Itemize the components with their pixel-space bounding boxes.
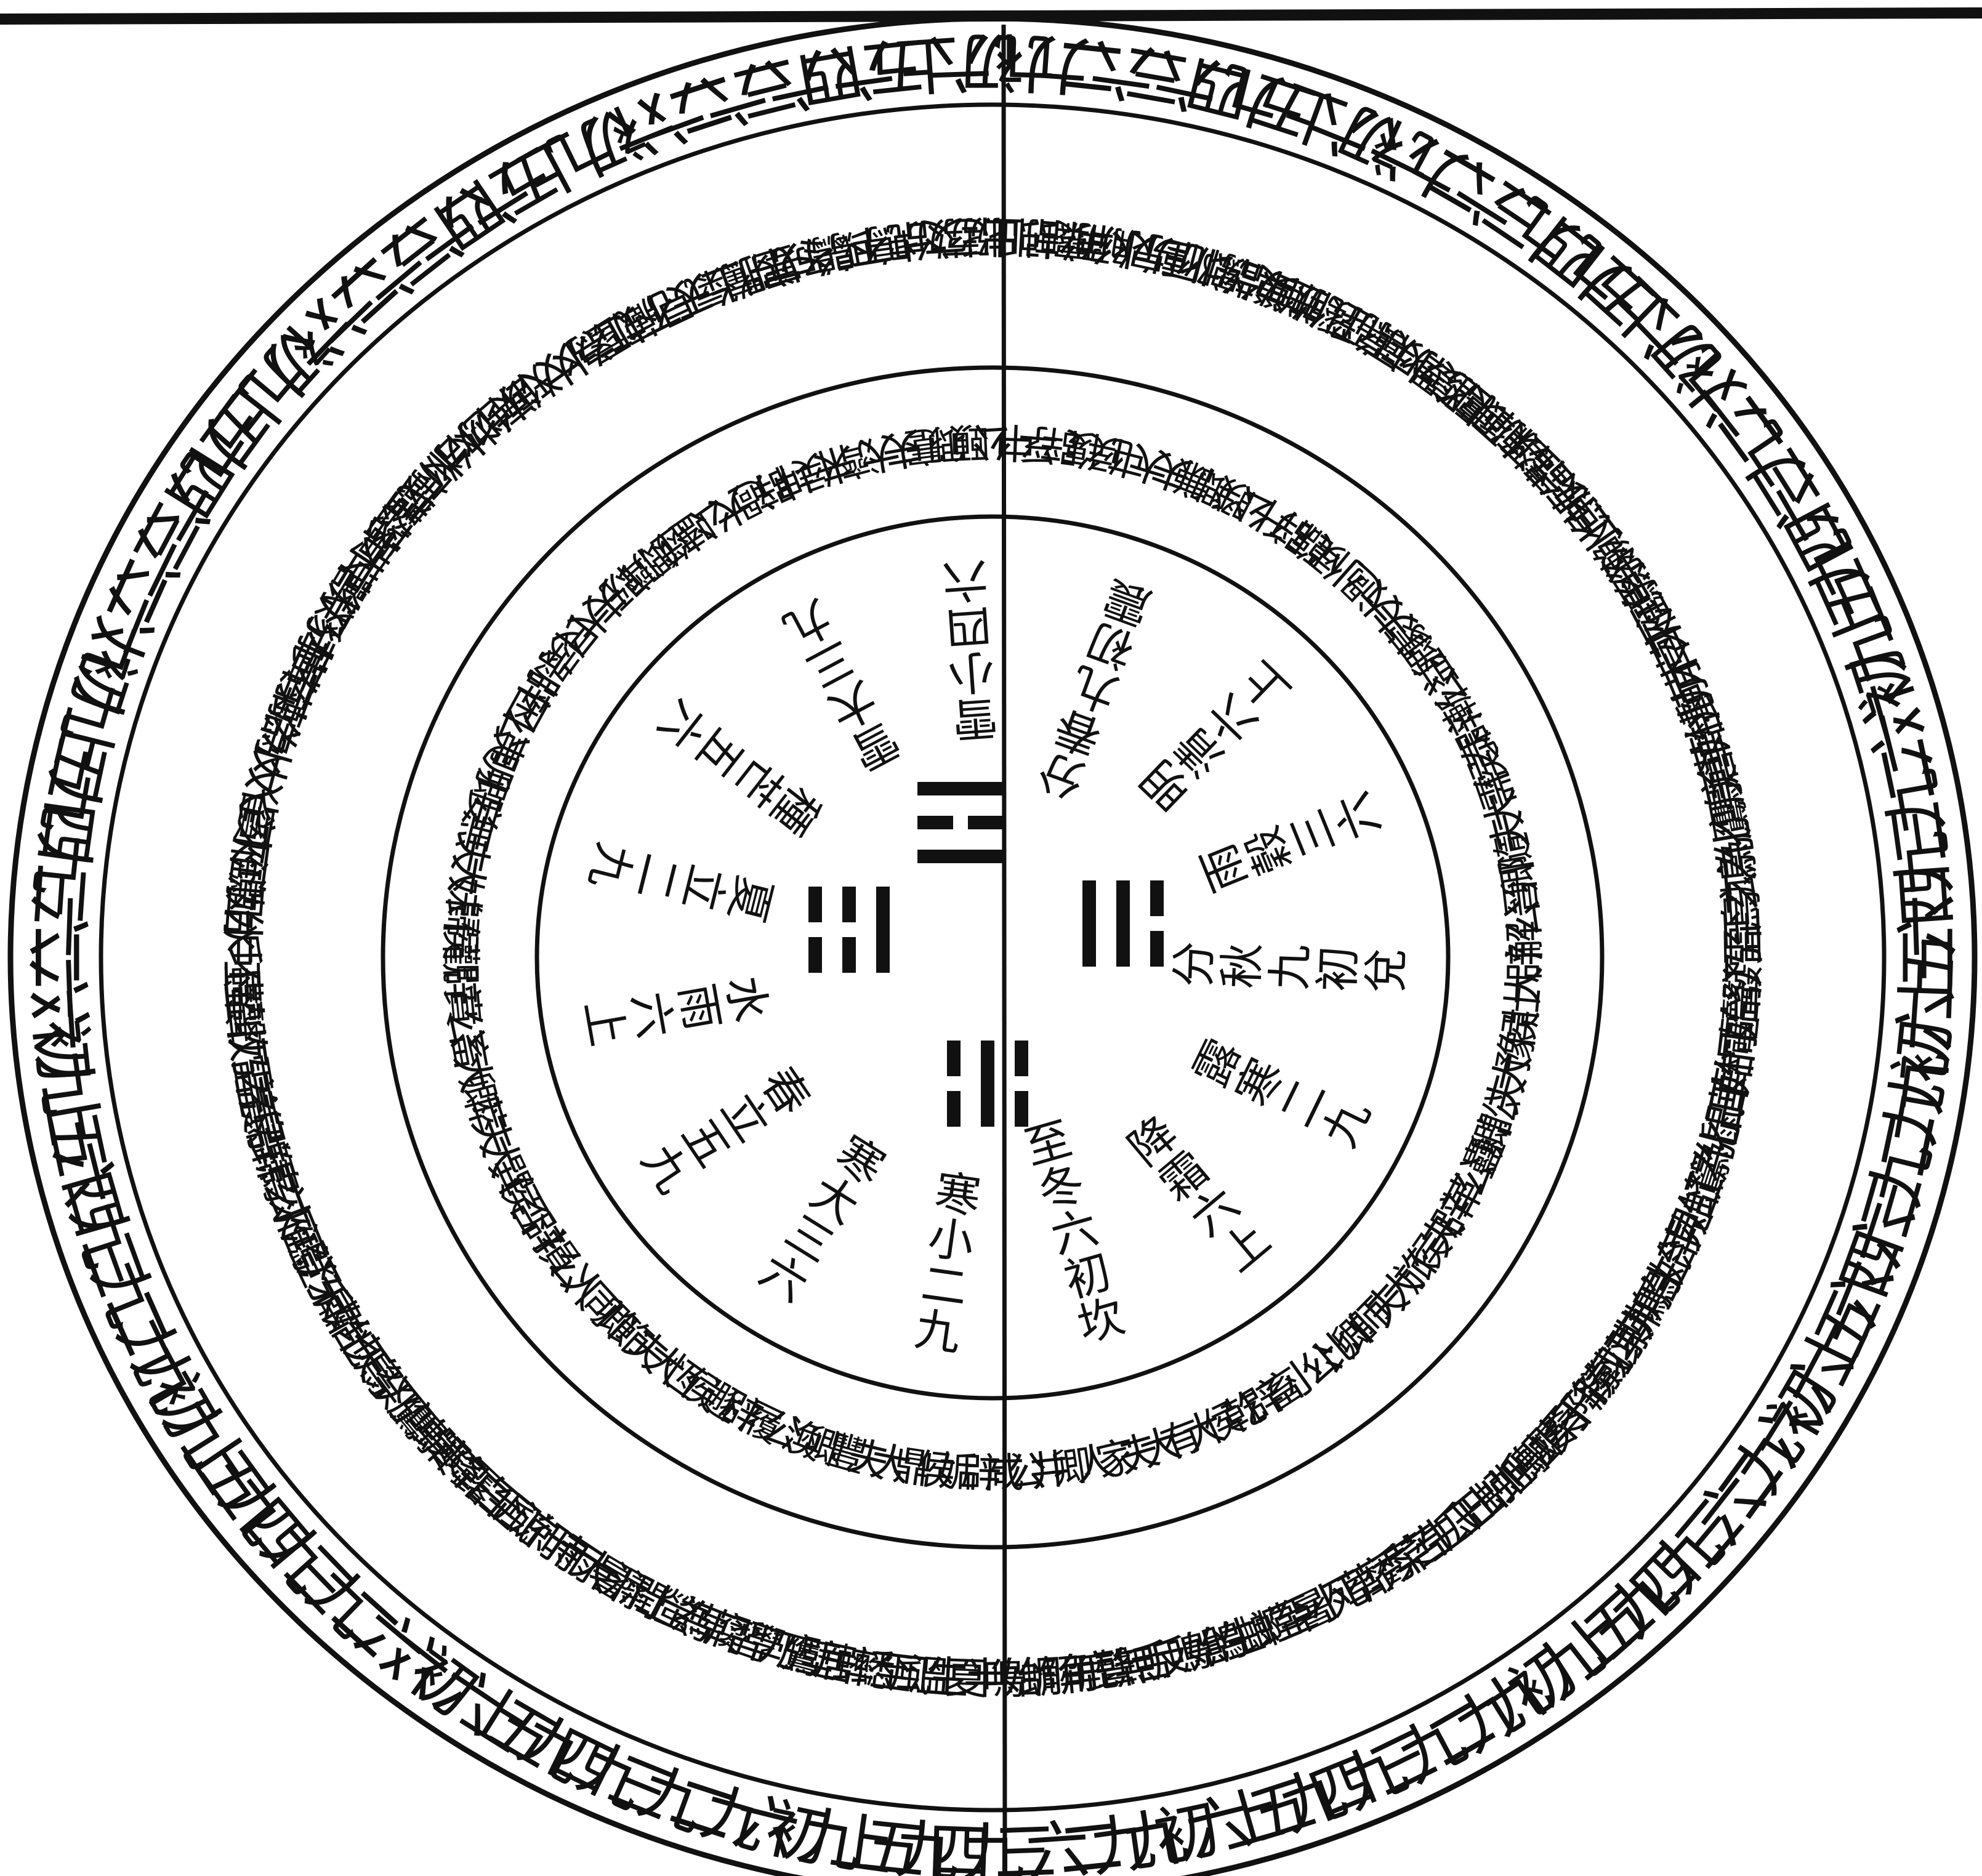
solid-line — [917, 850, 1004, 863]
broken-line — [917, 816, 953, 829]
center-label-char: 秋 — [1215, 942, 1270, 989]
broken-line — [1150, 880, 1164, 916]
broken-line — [947, 1041, 961, 1076]
broken-line — [1015, 1041, 1028, 1076]
center-label-char: 分 — [1167, 941, 1222, 988]
broken-line — [947, 1091, 961, 1127]
solid-line — [1082, 880, 1096, 967]
broken-line — [968, 816, 1004, 829]
solid-line — [1116, 880, 1130, 967]
vertical-axis-line — [1004, 25, 1005, 1873]
phenology-char: 出 — [978, 211, 1022, 262]
broken-line — [808, 937, 822, 973]
broken-line — [808, 887, 822, 922]
center-label-char: 九 — [1263, 944, 1318, 991]
solid-line — [917, 782, 1004, 795]
broken-line — [842, 937, 856, 973]
broken-line — [842, 887, 856, 922]
center-label-char: 兌 — [1359, 947, 1414, 994]
broken-line — [1150, 931, 1164, 967]
hexagram-ring-char: 頤 — [948, 417, 991, 467]
solid-line — [876, 887, 890, 973]
center-label-char: 初 — [1311, 945, 1366, 992]
broken-line — [1015, 1091, 1028, 1127]
solid-line — [981, 1041, 994, 1127]
rim-yao-char: 六 — [927, 23, 993, 101]
center-label-char: 水 — [716, 972, 776, 1026]
center-label-char: 寒 — [932, 1165, 984, 1224]
center-label-char: 雪 — [951, 690, 1000, 746]
